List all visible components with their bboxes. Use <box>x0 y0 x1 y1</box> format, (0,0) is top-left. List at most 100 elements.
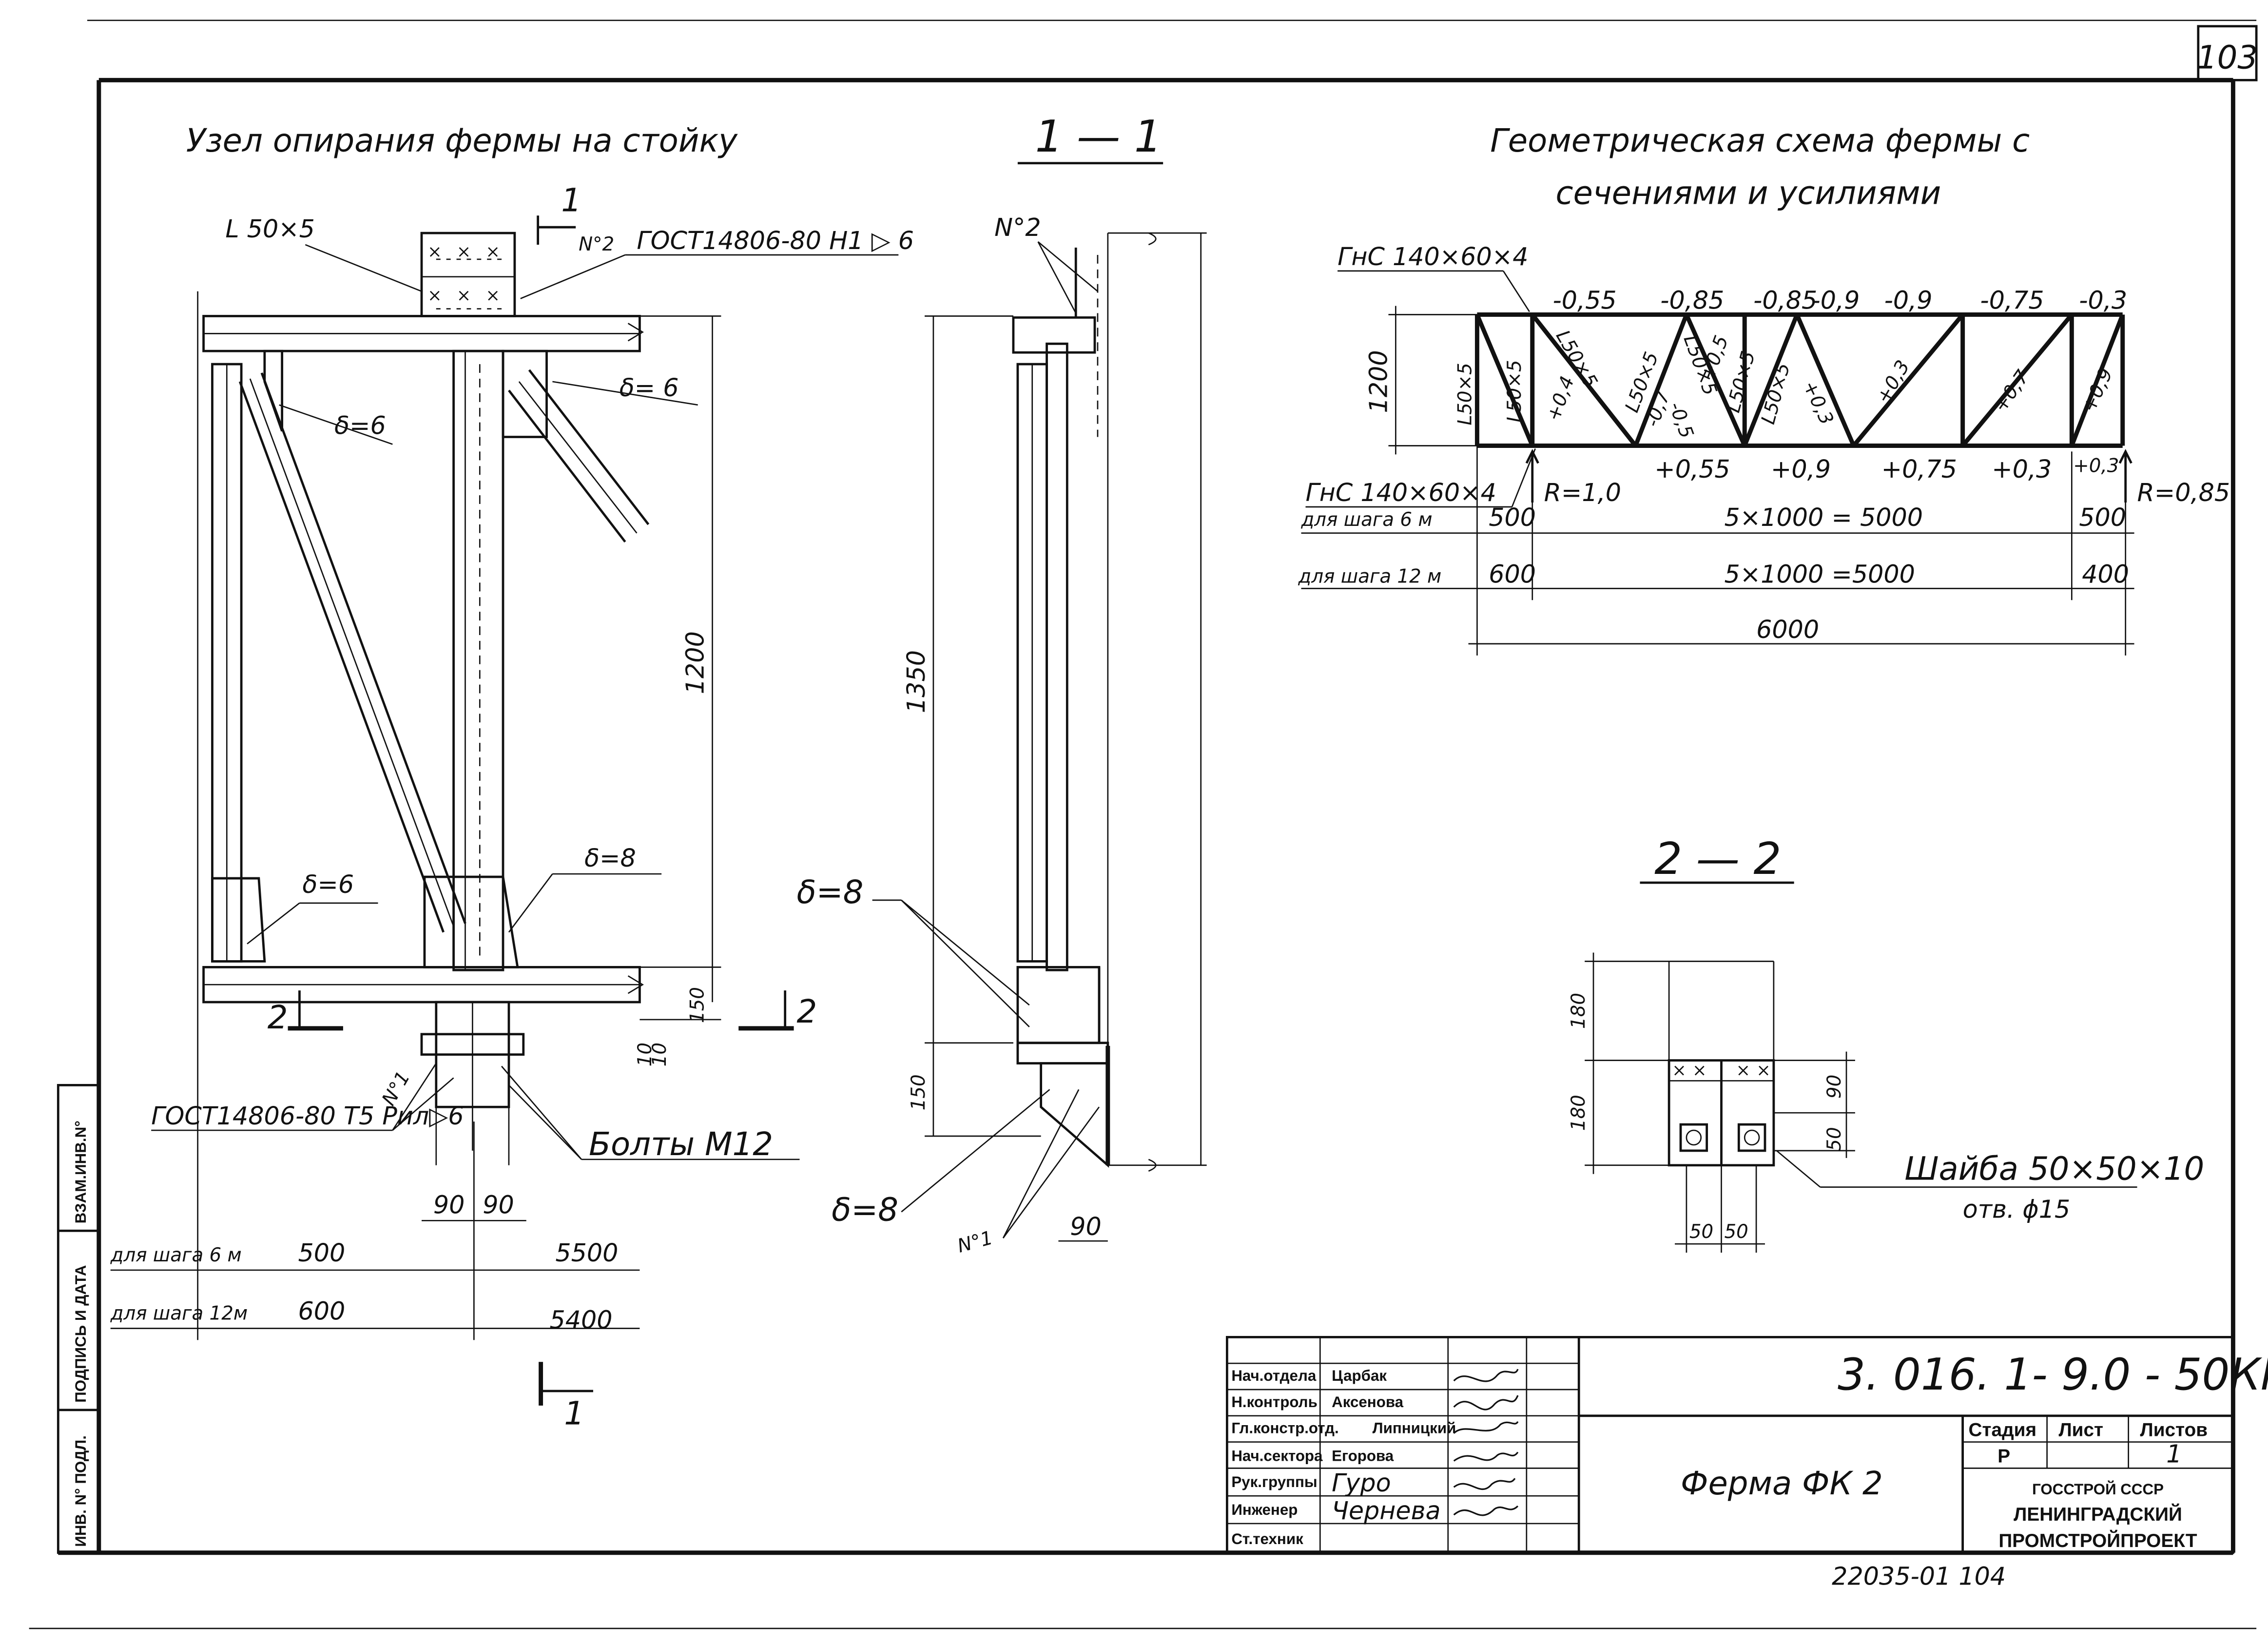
sheets-label: Листов <box>2140 1420 2208 1441</box>
short-brace <box>508 389 626 543</box>
sheet-label: Лист <box>2058 1420 2103 1441</box>
washer-hole: отв. ϕ15 <box>1963 1195 2071 1223</box>
bottom-force-3: +0,75 <box>1881 455 1957 483</box>
signature-0 <box>1453 1369 1519 1382</box>
role-0: Нач.отдела <box>1231 1367 1316 1384</box>
truss-height: 1200 <box>1364 350 1393 413</box>
dim-10: 10 <box>634 1043 656 1066</box>
top-force-4: -0,9 <box>1811 286 1860 315</box>
section-1-1-view: 1350 150 N°2 δ=8 δ=8 N°1 90 <box>797 213 1207 1257</box>
stamp-orig: ИНВ. N° ПОДЛ. <box>72 1435 89 1547</box>
washer-right <box>1737 1123 1766 1152</box>
role-1: Н.контроль <box>1231 1393 1317 1411</box>
dim-500: 500 <box>298 1238 345 1267</box>
title-section-2-2: 2 — 2 <box>1654 834 1781 885</box>
dim-5400: 5400 <box>549 1305 612 1334</box>
step12-label: для шага 12м <box>110 1303 248 1325</box>
truss-end-post-b: L50×5 <box>1504 360 1526 422</box>
gusset-top-mid <box>502 349 548 438</box>
dim-90b: 90 <box>483 1190 514 1219</box>
dim-total: 6000 <box>1756 615 1819 644</box>
top-force-2: -0,85 <box>1660 286 1724 315</box>
title-node: Узел опирания фермы на стойку <box>186 122 738 159</box>
sec22-dim-180b: 180 <box>1568 1095 1590 1131</box>
name-3: Егорова <box>1332 1447 1394 1464</box>
section-2-2-view: 2 — 2 180 180 90 50 50 50 Шайба 50×50×10… <box>1568 834 2204 1253</box>
top-force-1: -0,55 <box>1553 286 1617 315</box>
dim12-right: 400 <box>2082 560 2129 588</box>
truss-scheme: 1200 ГнС 140×60×4 ГнС 140×60×4 L50×5 L50… <box>1298 242 2230 656</box>
signature-3 <box>1453 1451 1519 1462</box>
dim6-mid: 5×1000 = 5000 <box>1724 503 1923 532</box>
name-2: Липницкий <box>1373 1420 1456 1437</box>
name-0: Царбак <box>1332 1367 1387 1384</box>
dim12-left: 600 <box>1489 560 1536 588</box>
truss-bottom-chord-label: ГнС 140×60×4 <box>1305 478 1496 507</box>
column <box>452 349 504 971</box>
sec11-delta8-b: δ=8 <box>832 1191 898 1228</box>
cut1-top: 1 <box>561 182 582 219</box>
truss-step12: для шага 12 м <box>1298 565 1442 587</box>
dim6-left: 500 <box>1489 503 1536 532</box>
weld-ref-n2: N°2 <box>579 233 614 255</box>
dim12-mid: 5×1000 =5000 <box>1724 560 1915 588</box>
gost-top: ГОСТ14806-80 Н1 ▷ 6 <box>637 226 914 255</box>
top-force-5: -0,9 <box>1884 286 1933 315</box>
title-block: Нач.отдела Н.контроль Гл.констр.отд. Нач… <box>1226 1336 2268 1554</box>
dim-90a: 90 <box>433 1190 465 1219</box>
gusset-top-left <box>263 349 284 432</box>
plate-delta6-c: δ=6 <box>302 870 354 899</box>
top-force-7: -0,3 <box>2079 286 2127 315</box>
dim-150: 150 <box>687 987 709 1023</box>
sheets-value: 1 <box>2166 1439 2182 1468</box>
cut2-left: 2 <box>268 999 288 1036</box>
gost-bottom: ГОСТ14806-80 Т5 Рил▷6 <box>151 1102 464 1130</box>
signature-5 <box>1453 1505 1519 1516</box>
doc-code: 3. 016. 1- 9.0 - 50КМ <box>1838 1350 2268 1400</box>
stamp-sign: ПОДПИСЬ И ДАТА <box>72 1265 89 1403</box>
role-6: Ст.техник <box>1231 1530 1303 1547</box>
stamp-inv: ВЗАМ.ИНВ.N° <box>72 1121 89 1223</box>
dim-5500: 5500 <box>555 1238 618 1267</box>
washer-left <box>1679 1123 1708 1152</box>
name-4: Гуро <box>1332 1469 1391 1497</box>
org-2: ЛЕНИНГРАДСКИЙ <box>2014 1503 2182 1525</box>
org-3: ПРОМСТРОЙПРОЕКТ <box>1998 1529 2197 1551</box>
truss-end-post-a: L50×5 <box>1454 363 1476 425</box>
sec22-dim-50: 50 <box>1823 1127 1845 1151</box>
sec11-n2: N°2 <box>994 213 1041 242</box>
side-stamp: ВЗАМ.ИНВ.N° ПОДПИСЬ И ДАТА ИНВ. N° ПОДЛ. <box>57 1084 100 1554</box>
sec11-top-channel <box>1012 316 1096 354</box>
dim-1200: 1200 <box>681 631 710 694</box>
bottom-force-1: +0,55 <box>1654 455 1730 483</box>
truss-step6: для шага 6 м <box>1301 509 1433 531</box>
title-scheme-1: Геометрическая схема фермы с <box>1490 122 2030 159</box>
top-strut <box>420 232 516 317</box>
title-block-rows <box>1227 1389 1579 1525</box>
name-1: Аксенова <box>1332 1393 1403 1411</box>
role-5: Инженер <box>1231 1501 1298 1518</box>
top-force-3: -0,85 <box>1753 286 1817 315</box>
angle-label: L 50×5 <box>225 214 315 243</box>
sheet-number: 103 <box>2197 39 2258 76</box>
signature-1 <box>1453 1395 1519 1411</box>
sheet-number-box <box>2197 25 2258 81</box>
sec22-dim-50a: 50 <box>1689 1221 1713 1243</box>
signature-4 <box>1453 1478 1516 1490</box>
archive-number: 22035-01 104 <box>1832 1562 2006 1590</box>
dim-600: 600 <box>298 1297 345 1326</box>
reaction-right: R=0,85 <box>2137 478 2230 507</box>
bottom-force-4: +0,3 <box>1992 455 2052 483</box>
dim6-right: 500 <box>2079 503 2126 532</box>
diagonal-brace <box>238 381 445 933</box>
stage-value: Р <box>1997 1446 2010 1467</box>
gusset-bottom-left <box>211 877 266 963</box>
stage-label: Стадия <box>1969 1420 2037 1441</box>
bolts-label: Болты М12 <box>589 1126 773 1163</box>
cut1-bottom: 1 <box>564 1395 584 1432</box>
org-1: ГОССТРОЙ СССР <box>2032 1480 2164 1498</box>
bottom-force-5: +0,3 <box>2073 455 2119 477</box>
sec11-dim-90: 90 <box>1070 1212 1102 1241</box>
sec11-delta8-a: δ=8 <box>797 874 864 911</box>
